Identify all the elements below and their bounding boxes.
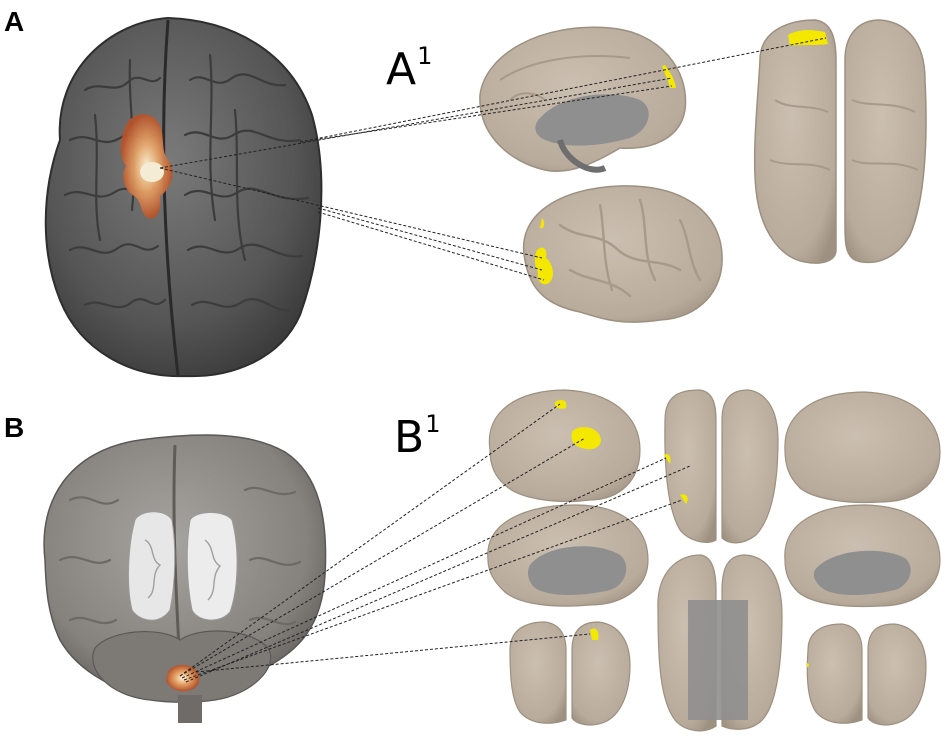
a1-lateral-surface (522, 185, 723, 323)
panel-a-brain (44, 16, 323, 378)
panel-a-connectors (159, 37, 827, 281)
panel-a1-label: A1 (386, 42, 434, 95)
panel-a-letter: A (4, 6, 25, 37)
panel-b-letter: B (4, 412, 25, 443)
panel-b-connectors (179, 403, 691, 683)
a1-dorsal-surface (753, 19, 927, 264)
panel-b-brain (43, 434, 327, 723)
b1-surfaces (487, 389, 941, 732)
panel-b1-label: B1 (394, 410, 442, 463)
panel-a-activation (120, 114, 173, 219)
